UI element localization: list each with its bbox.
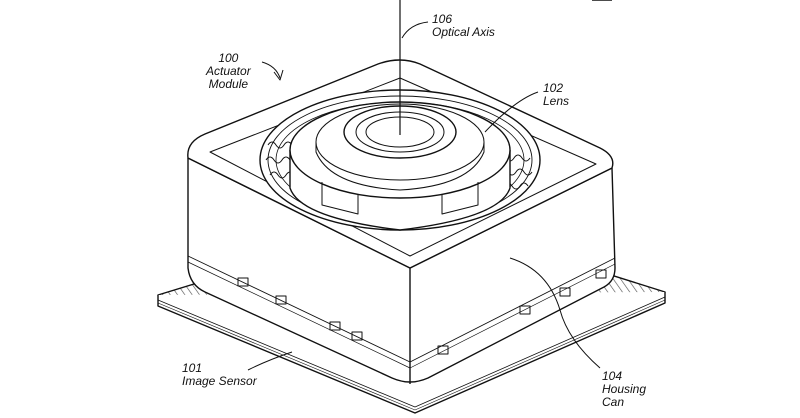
label-optical-axis-text: Optical Axis	[432, 25, 495, 39]
label-optical-axis: 106 Optical Axis	[432, 13, 495, 39]
lens	[289, 101, 511, 231]
label-optical-axis-number: 106	[432, 12, 453, 26]
label-actuator-line2: Module	[208, 77, 249, 91]
label-housing-can: 104 Housing Can	[602, 370, 646, 409]
label-actuator-line1: Actuator	[206, 64, 251, 78]
label-lens-text: Lens	[543, 94, 570, 108]
leader-lens	[484, 91, 539, 133]
label-housing-line2: Can	[602, 395, 625, 409]
leader-optical-axis	[401, 21, 429, 39]
label-lens: 102 Lens	[543, 82, 569, 108]
leader-actuator	[261, 61, 281, 79]
label-image-sensor: 101 Image Sensor	[182, 362, 257, 388]
leader-image-sensor	[247, 351, 293, 371]
label-actuator-number: 100	[218, 51, 239, 65]
leader-housing	[509, 257, 601, 369]
label-image-sensor-text: Image Sensor	[182, 374, 257, 388]
label-image-sensor-number: 101	[182, 361, 203, 375]
label-actuator-module: 100 Actuator Module	[206, 52, 251, 91]
arrow-actuator	[273, 69, 284, 81]
label-housing-line1: Housing	[602, 382, 647, 396]
label-lens-number: 102	[543, 81, 564, 95]
label-housing-number: 104	[602, 369, 623, 383]
